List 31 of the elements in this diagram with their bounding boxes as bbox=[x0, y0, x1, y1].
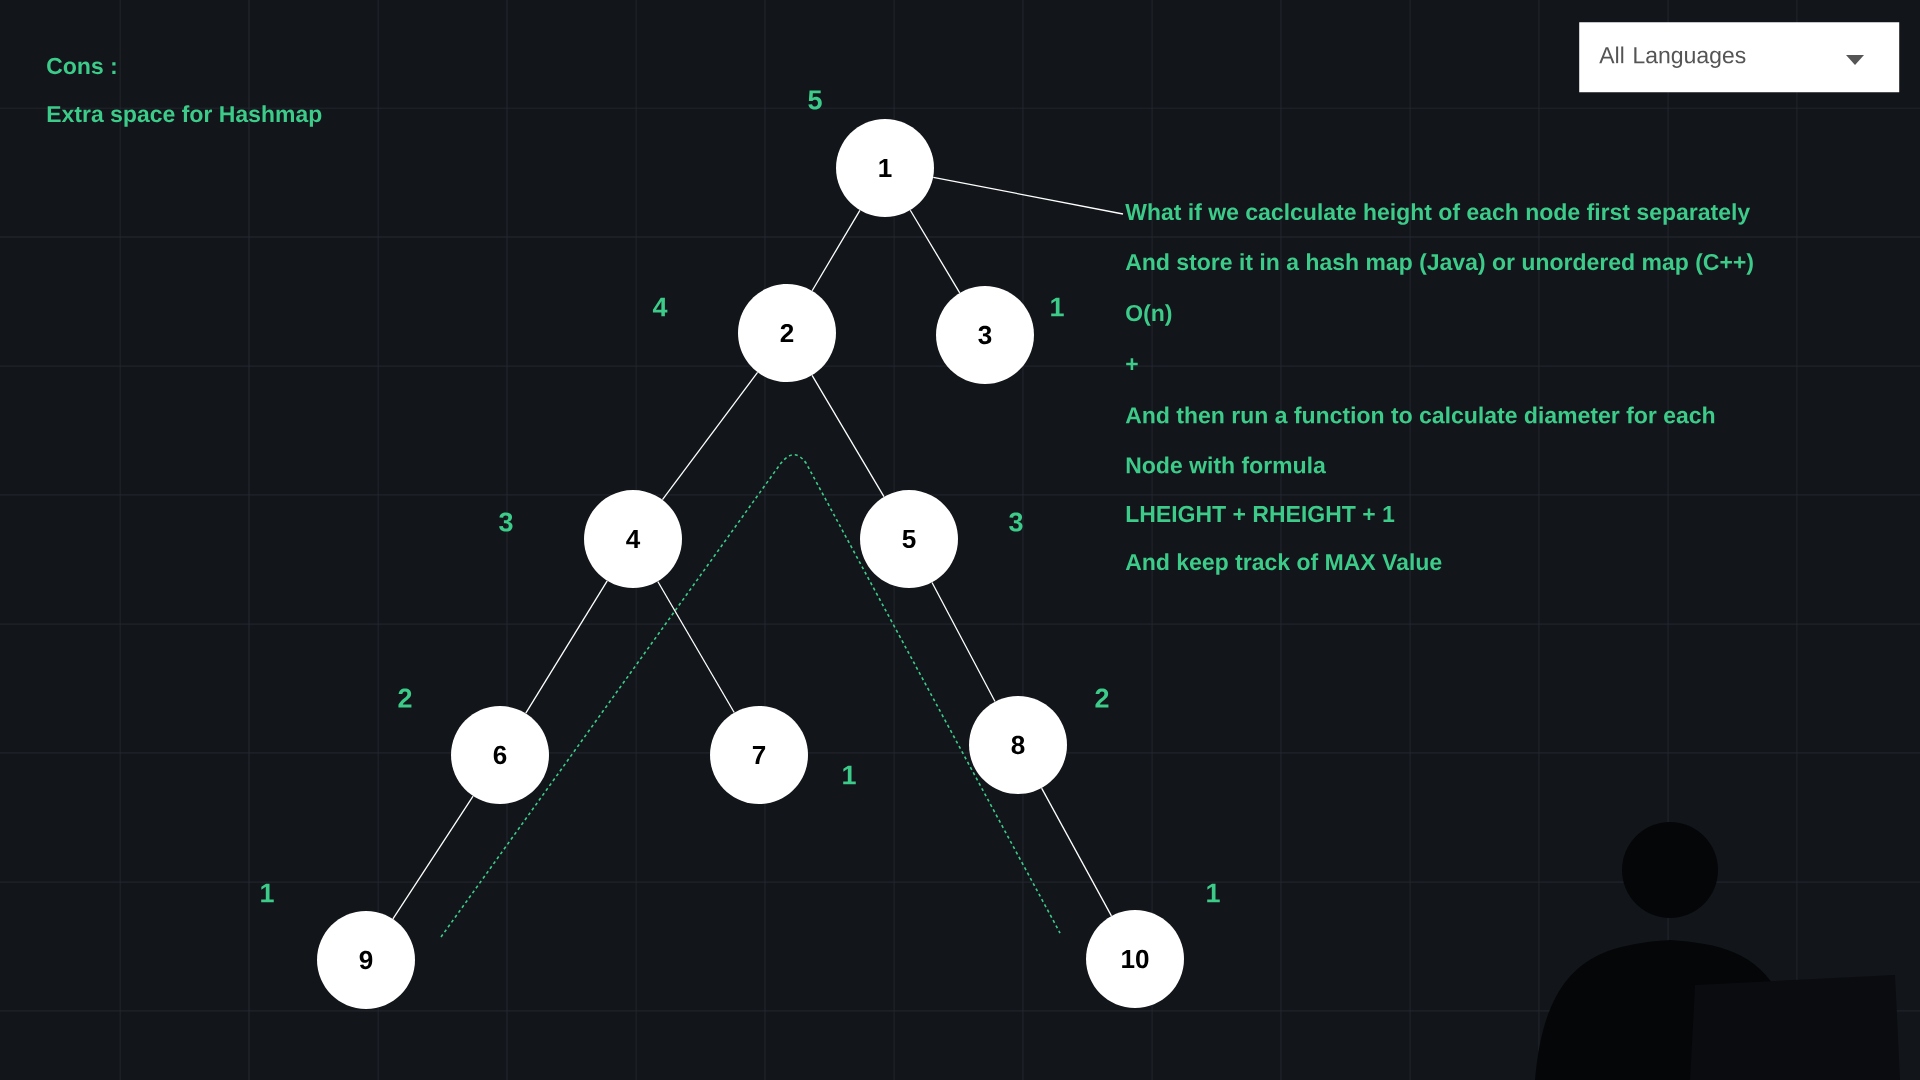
height-label: 1 bbox=[1051, 297, 1064, 317]
height-label: 1 bbox=[843, 765, 856, 785]
height-label: 3 bbox=[499, 512, 513, 532]
leader-line bbox=[932, 176, 1124, 215]
tree-edge bbox=[1040, 787, 1113, 917]
height-label: 1 bbox=[261, 883, 274, 903]
height-label: 2 bbox=[398, 688, 412, 708]
height-label: 4 bbox=[652, 297, 668, 317]
height-label: 5 bbox=[808, 90, 822, 110]
note-text: LHEIGHT + RHEIGHT + 1 bbox=[1126, 505, 1395, 523]
tree-edge bbox=[931, 581, 996, 703]
note-text: Node with formula bbox=[1126, 456, 1326, 474]
note-text: What if we caclculate height of each node first separately bbox=[1125, 203, 1751, 225]
note-text: O(n) bbox=[1126, 304, 1172, 326]
height-label: 3 bbox=[1009, 512, 1023, 532]
tree-edge bbox=[811, 209, 861, 292]
heading-text: Cons : bbox=[47, 57, 116, 75]
tree-edge bbox=[657, 580, 735, 714]
tree-edge bbox=[909, 209, 961, 294]
height-label: 2 bbox=[1095, 688, 1109, 708]
language-dropdown: All Languages bbox=[1579, 22, 1900, 93]
tree-edge bbox=[661, 371, 759, 501]
tree-edge bbox=[525, 580, 608, 714]
tree-edge bbox=[811, 374, 885, 498]
note-text: + bbox=[1126, 358, 1138, 370]
tree-edge bbox=[392, 795, 474, 920]
note-text: And store it in a hash map (Java) or unordered map (C++) bbox=[1125, 253, 1753, 275]
note-text: And keep track of MAX Value bbox=[1125, 553, 1442, 575]
note-text: Extra space for Hashmap bbox=[47, 105, 322, 127]
note-text: And then run a function to calculate diameter for each bbox=[1125, 406, 1715, 424]
height-label: 1 bbox=[1207, 883, 1220, 903]
